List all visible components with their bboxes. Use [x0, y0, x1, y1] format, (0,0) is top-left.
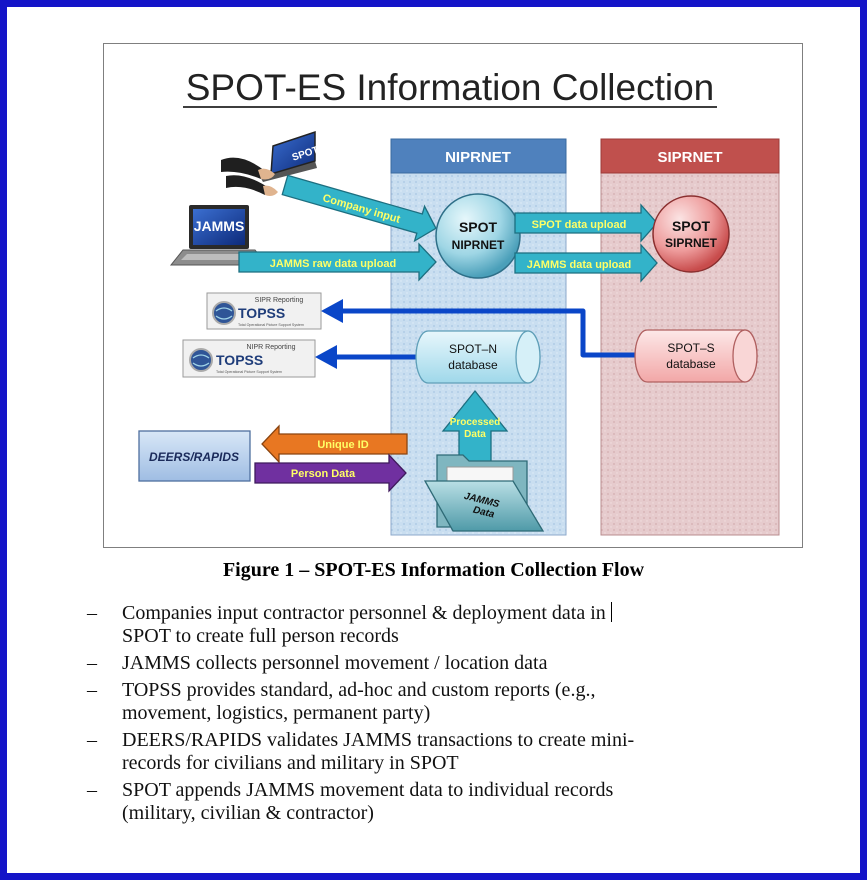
jamms-laptop-label: JAMMS [194, 218, 245, 234]
topss-sipr-caption: SIPR Reporting [255, 297, 304, 304]
bullet-text: DEERS/RAPIDS validates JAMMS transaction… [122, 729, 635, 751]
text-cursor [610, 602, 612, 622]
spot-n-db-line2: database [448, 358, 498, 372]
spot-s-database: SPOT–S database [634, 329, 758, 383]
bullet-text: SPOT to create full person records [122, 625, 399, 647]
bullet-item: – DEERS/RAPIDS validates JAMMS transacti… [87, 729, 807, 775]
jamms-raw-arrow: JAMMS raw data upload [238, 242, 437, 282]
spot-upload-label: SPOT data upload [532, 219, 627, 231]
topss-nipr-caption: NIPR Reporting [246, 344, 295, 351]
topss-nipr-logo-text: TOPSS [216, 352, 263, 368]
processed-label-line2: Data [464, 429, 486, 440]
bullet-text: movement, logistics, permanent party) [122, 702, 431, 724]
spot-siprnet-line2: SIPRNET [665, 236, 718, 250]
bullet-dash: – [87, 729, 97, 751]
spot-siprnet-line1: SPOT [672, 218, 711, 234]
spot-es-diagram: SPOT-ES Information Collection NIPRNET S… [103, 43, 803, 548]
deers-rapids-box: DEERS/RAPIDS [138, 430, 251, 482]
siprnet-label: SIPRNET [657, 149, 722, 166]
topss-sipr-logo: SIPR Reporting TOPSS Total Operational P… [206, 292, 322, 330]
topss-globe-icon [212, 301, 236, 325]
jamms-upload-arrow: JAMMS data upload [514, 243, 658, 283]
spot-laptop-icon: SPOT [221, 130, 320, 196]
figure-caption: Figure 1 – SPOT-ES Information Collectio… [222, 559, 645, 581]
niprnet-label: NIPRNET [445, 149, 511, 166]
bullet-item: – TOPSS provides standard, ad-hoc and cu… [87, 679, 807, 725]
bullet-dash: – [87, 779, 97, 801]
niprnet-header [390, 138, 567, 174]
deers-rapids-label: DEERS/RAPIDS [149, 450, 239, 464]
bullet-list: – Companies input contractor personnel &… [87, 602, 807, 829]
spot-n-db-line1: SPOT–N [449, 342, 497, 356]
bullet-text: records for civilians and military in SP… [122, 752, 459, 774]
spot-niprnet-line2: NIPRNET [452, 238, 505, 252]
jamms-raw-label: JAMMS raw data upload [270, 258, 397, 270]
jamms-upload-label: JAMMS data upload [527, 259, 632, 271]
processed-label-line1: Processed [450, 417, 501, 428]
bullet-dash: – [87, 652, 97, 674]
spot-niprnet-line1: SPOT [459, 219, 498, 235]
spot-niprnet-node: SPOT NIPRNET [435, 193, 521, 279]
spot-siprnet-node: SPOT SIPRNET [652, 195, 730, 273]
topss-sipr-sub: Total Operational Picture Support System [238, 323, 304, 327]
jamms-data-folder-icon: JAMMS Data [423, 454, 545, 532]
person-data-label: Person Data [291, 468, 356, 480]
siprnet-header [600, 138, 780, 174]
topss-nipr-sub: Total Operational Picture Support System [216, 370, 282, 374]
bullet-item: – Companies input contractor personnel &… [87, 602, 807, 648]
bullet-dash: – [87, 602, 97, 624]
spot-n-database: SPOT–N database [415, 330, 541, 384]
sipr-reporting-line [335, 308, 647, 358]
spot-s-db-line1: SPOT–S [667, 341, 714, 355]
spot-s-db-line2: database [666, 357, 716, 371]
bullet-dash: – [87, 679, 97, 701]
bullet-text: TOPSS provides standard, ad-hoc and cust… [122, 679, 596, 701]
diagram-title: SPOT-ES Information Collection [186, 67, 715, 108]
jamms-folder-line2: Data [472, 505, 496, 521]
nipr-reporting-arrowhead [315, 345, 337, 369]
bullet-text: JAMMS collects personnel movement / loca… [122, 652, 548, 674]
spot-upload-arrow: SPOT data upload [514, 203, 658, 243]
bullet-text: (military, civilian & contractor) [122, 802, 374, 824]
bullet-text: SPOT appends JAMMS movement data to indi… [122, 779, 614, 801]
bullet-text: Companies input contractor personnel & d… [122, 602, 606, 624]
sipr-reporting-arrowhead [321, 299, 343, 323]
unique-id-arrow: Unique ID [261, 424, 408, 464]
jamms-laptop-icon: JAMMS [169, 205, 269, 266]
bullet-item: – SPOT appends JAMMS movement data to in… [87, 779, 807, 825]
topss-globe-icon [189, 348, 213, 372]
bullet-item: – JAMMS collects personnel movement / lo… [87, 652, 807, 675]
person-data-arrow: Person Data [254, 453, 407, 493]
topss-nipr-logo: NIPR Reporting TOPSS Total Operational P… [182, 339, 316, 378]
unique-id-label: Unique ID [317, 439, 368, 451]
topss-sipr-logo-text: TOPSS [238, 305, 285, 321]
